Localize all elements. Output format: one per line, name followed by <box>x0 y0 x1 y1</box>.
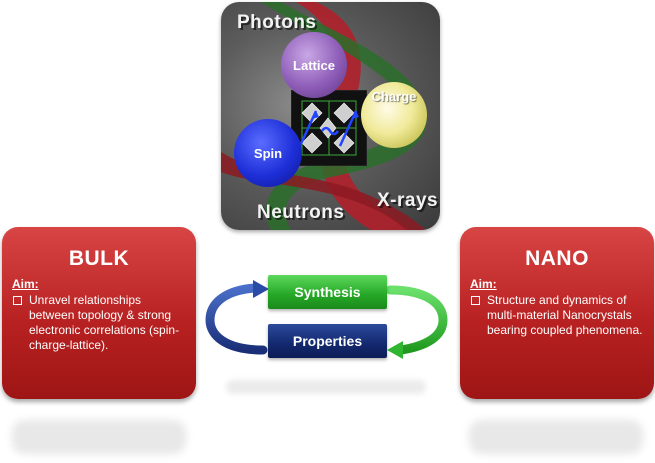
neutrons-label: Neutrons <box>257 202 345 223</box>
synthesis-label: Synthesis <box>294 284 361 300</box>
nano-aim-text: Structure and dynamics of multi-material… <box>487 293 643 337</box>
photons-label: Photons <box>237 12 317 33</box>
properties-box: Properties <box>268 324 387 358</box>
xrays-label: X-rays <box>377 190 439 211</box>
lattice-label: Lattice <box>293 57 335 73</box>
bulk-title: BULK <box>68 247 130 270</box>
properties-label: Properties <box>292 333 363 349</box>
nano-box-reflection <box>469 420 643 454</box>
bulk-box: BULK Aim: Unravel relationships between … <box>2 227 196 399</box>
charge-sphere: Charge <box>361 82 427 148</box>
crystal-structure-image <box>291 90 367 166</box>
nano-title: NANO <box>525 247 589 270</box>
charge-label: Charge <box>371 89 417 104</box>
bulk-aim-label: Aim: <box>12 277 39 291</box>
nano-aim-item: Structure and dynamics of multi-material… <box>470 293 644 338</box>
bulk-aim-item: Unravel relationships between topology &… <box>12 293 186 353</box>
synthesis-box: Synthesis <box>268 275 387 309</box>
checkbox-bullet-icon <box>13 296 22 305</box>
checkbox-bullet-icon <box>471 296 480 305</box>
left-cycle-arrow-icon <box>205 280 269 355</box>
bulk-aim-text: Unravel relationships between topology &… <box>29 293 180 352</box>
spin-sphere: Spin <box>234 119 302 187</box>
right-cycle-arrow-icon <box>385 285 448 359</box>
cycle-reflection <box>226 380 426 394</box>
cycle-arrows <box>205 280 448 359</box>
nano-aim-label: Aim: <box>470 277 497 291</box>
probe-panel: Lattice Spin Charge Photons Neutrons X-r… <box>221 2 440 230</box>
bulk-box-reflection <box>12 420 186 454</box>
nano-box: NANO Aim: Structure and dynamics of mult… <box>460 227 654 399</box>
spin-label: Spin <box>253 145 283 161</box>
lattice-sphere: Lattice <box>281 32 347 98</box>
